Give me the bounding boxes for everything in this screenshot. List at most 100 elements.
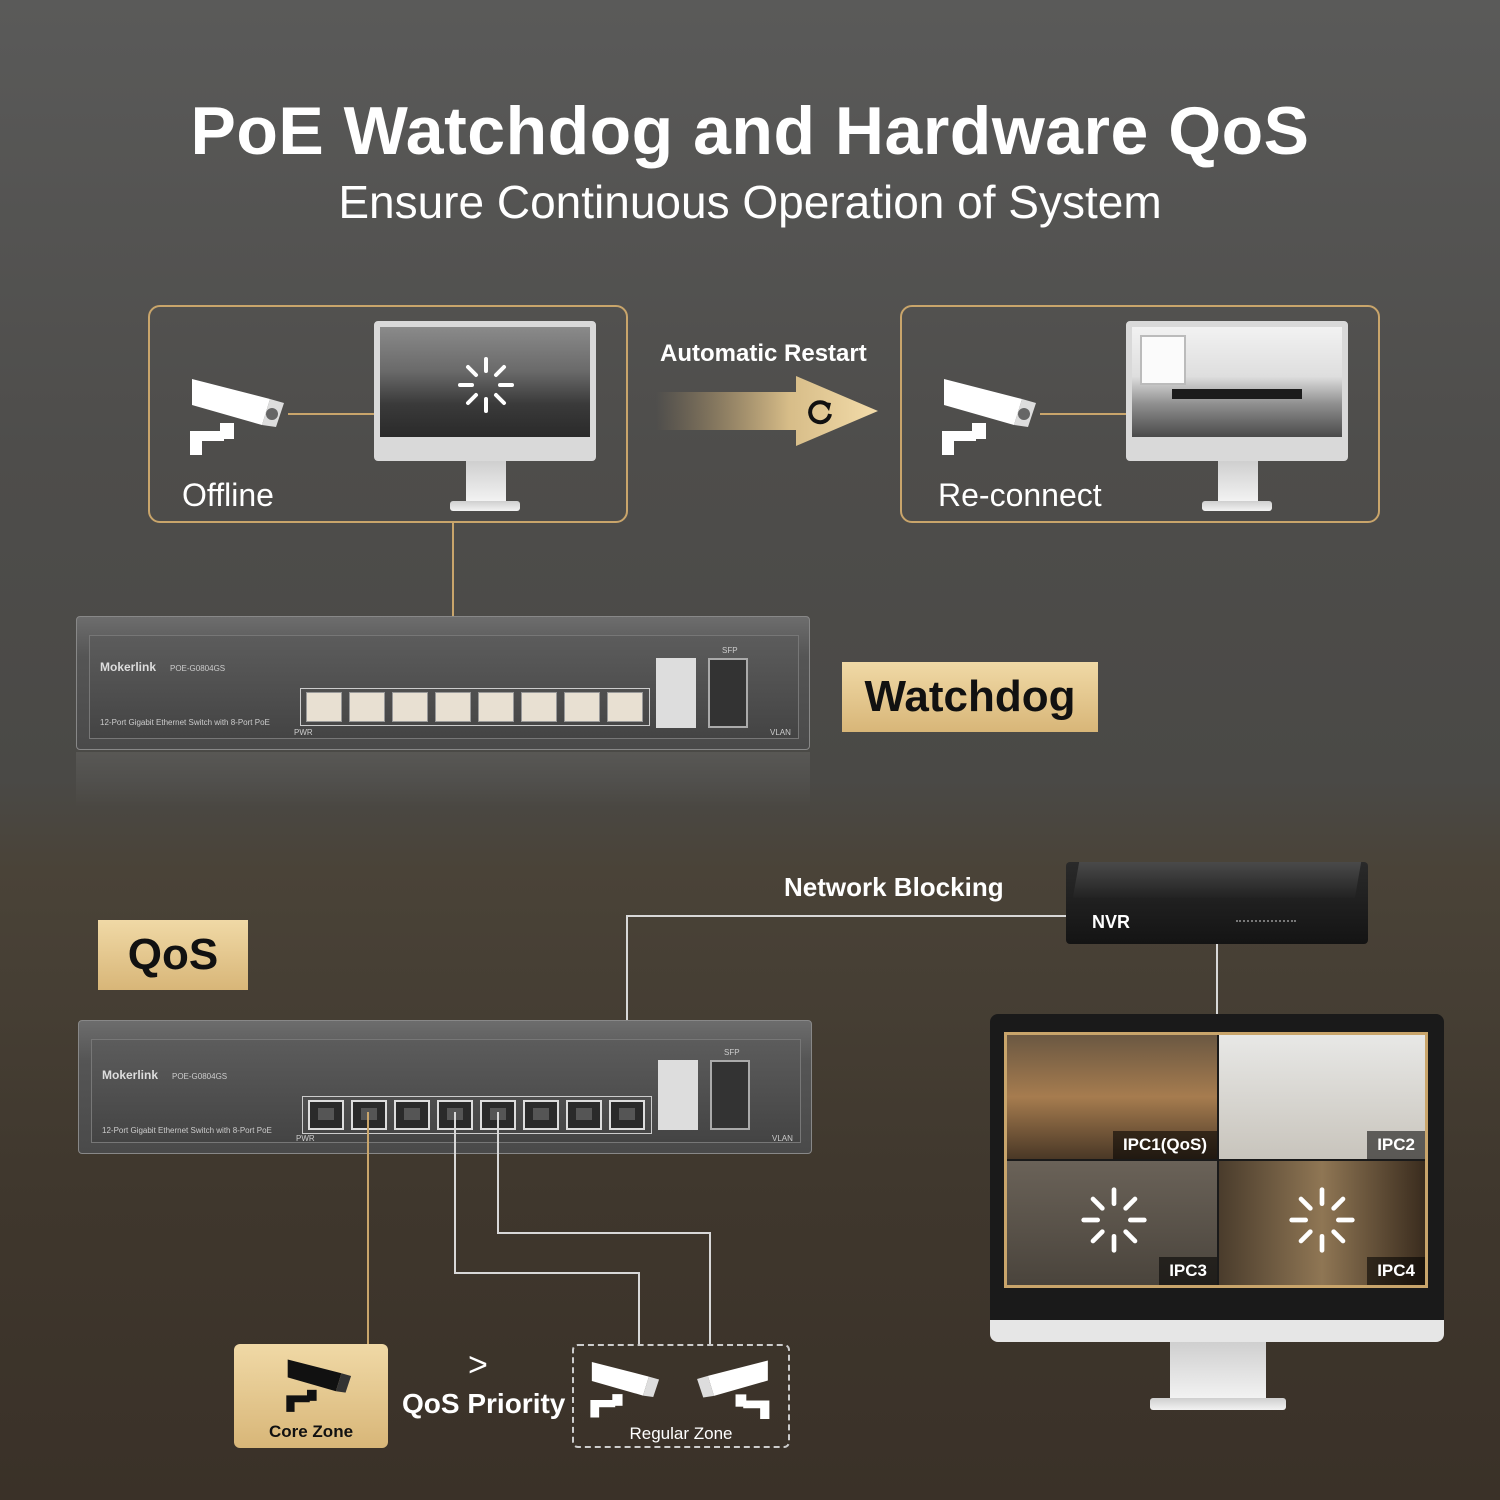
port-7: [564, 692, 600, 722]
core-zone-box: Core Zone: [234, 1344, 388, 1448]
port-6: [523, 1100, 559, 1130]
regular-line-a-v2: [638, 1272, 640, 1344]
nvr-monitor-line: [1216, 944, 1218, 1016]
online-screen: [1132, 327, 1342, 437]
tile-label: IPC3: [1159, 1257, 1217, 1285]
blocking-line-v: [626, 915, 628, 1105]
core-zone-label: Core Zone: [268, 1422, 354, 1441]
regular-line-b-h: [497, 1232, 711, 1234]
loading-spinner-icon: [1289, 1187, 1355, 1253]
sfp-label: SFP: [724, 1048, 740, 1057]
online-monitor: [1126, 321, 1348, 461]
priority-symbol: >: [468, 1346, 488, 1384]
model-label: POE-G0804GS: [172, 1072, 228, 1081]
ipc4-tile: IPC4: [1219, 1161, 1425, 1285]
port-5: [478, 692, 514, 722]
regular-line-a-h: [454, 1272, 640, 1274]
switch-front-panel: Mokerlink POE-G0804GS 12-Port Gigabit Et…: [89, 635, 799, 739]
page-title: PoE Watchdog and Hardware QoS: [190, 93, 1310, 169]
loading-spinner-icon: [458, 357, 514, 413]
qos-badge: QoS: [98, 920, 248, 990]
uplink-ports: [658, 1060, 698, 1130]
switch-caption: 12-Port Gigabit Ethernet Switch with 8-P…: [100, 718, 270, 727]
restart-arrow: [656, 376, 878, 446]
sfp-ports: [708, 658, 748, 728]
switch-front-panel: Mokerlink POE-G0804GS 12-Port Gigabit Et…: [91, 1039, 801, 1143]
regular-line-b-v2: [709, 1232, 711, 1344]
qos-priority-label: QoS Priority: [402, 1388, 566, 1419]
core-zone-line: [367, 1112, 369, 1344]
page-subtitle: Ensure Continuous Operation of System: [338, 176, 1162, 228]
network-blocking-label: Network Blocking: [784, 872, 1004, 902]
restart-label: Automatic Restart: [660, 340, 867, 367]
offline-label: Offline: [182, 477, 274, 513]
nvr-device: NVR: [1066, 862, 1368, 944]
regular-line-b-v: [497, 1112, 499, 1232]
refresh-icon: [808, 400, 832, 425]
camera-icon: [942, 379, 1036, 455]
tile-label: IPC4: [1367, 1257, 1425, 1285]
port-7: [566, 1100, 602, 1130]
loading-spinner-icon: [1081, 1187, 1147, 1253]
regular-line-a-v: [454, 1112, 456, 1272]
watchdog-switch: Mokerlink POE-G0804GS 12-Port Gigabit Et…: [76, 616, 810, 750]
port-1: [306, 692, 342, 722]
regular-zone-box: Regular Zone: [572, 1344, 790, 1448]
monitor-base: [1202, 501, 1272, 511]
ipc1-tile: IPC1(QoS): [1007, 1035, 1217, 1159]
connector-line: [288, 413, 374, 415]
ipc2-tile: IPC2: [1219, 1035, 1425, 1159]
camera-icon: [286, 1359, 352, 1412]
monitor-base: [450, 501, 520, 511]
port-2: [349, 692, 385, 722]
regular-zone-label: Regular Zone: [629, 1424, 733, 1443]
nvr-monitor: IPC1(QoS) IPC2 IPC3: [990, 1014, 1444, 1342]
brand-logo: Mokerlink: [102, 1068, 159, 1082]
monitor-stand: [466, 461, 506, 501]
connector-line: [1040, 413, 1126, 415]
vlan-label: VLAN: [770, 728, 791, 737]
port-6: [521, 692, 557, 722]
monitor-stand: [1218, 461, 1258, 501]
port-8: [609, 1100, 645, 1130]
video-grid: IPC1(QoS) IPC2 IPC3: [1004, 1032, 1428, 1288]
tile-label: IPC1(QoS): [1112, 1131, 1217, 1159]
monitor-stand: [1170, 1342, 1266, 1398]
monitor-base: [1150, 1398, 1286, 1410]
window: [1140, 335, 1186, 385]
ipc3-tile: IPC3: [1007, 1161, 1217, 1285]
reconnect-label: Re-connect: [938, 477, 1102, 513]
nvr-label: NVR: [1092, 912, 1131, 932]
port-1: [308, 1100, 344, 1130]
nvr-top: [1072, 862, 1362, 898]
port-bank: [300, 688, 650, 726]
pwr-label: PWR: [296, 1134, 315, 1143]
port-2: [351, 1100, 387, 1130]
vlan-label: VLAN: [772, 1134, 793, 1143]
blocking-line-h: [626, 915, 1066, 917]
camera-icon: [697, 1360, 770, 1419]
camera-icon: [190, 379, 284, 455]
offline-monitor: [374, 321, 596, 461]
pwr-label: PWR: [294, 728, 313, 737]
switch-caption: 12-Port Gigabit Ethernet Switch with 8-P…: [102, 1126, 272, 1135]
nvr-led-icon: [1236, 920, 1296, 924]
port-8: [607, 692, 643, 722]
sfp-ports: [710, 1060, 750, 1130]
brand-logo: Mokerlink: [100, 660, 157, 674]
watchdog-link-line: [452, 523, 454, 693]
qos-switch: Mokerlink POE-G0804GS 12-Port Gigabit Et…: [78, 1020, 812, 1154]
port-bank: [302, 1096, 652, 1134]
desk: [1172, 389, 1302, 399]
camera-icon: [590, 1361, 660, 1418]
model-label: POE-G0804GS: [170, 664, 226, 673]
offline-panel: Offline: [148, 305, 628, 523]
port-3: [392, 692, 428, 722]
offline-screen: [380, 327, 590, 437]
port-3: [394, 1100, 430, 1130]
reconnect-panel: Re-connect: [900, 305, 1380, 523]
switch-reflection: [76, 752, 810, 808]
sfp-label: SFP: [722, 646, 738, 655]
uplink-ports: [656, 658, 696, 728]
tile-label: IPC2: [1367, 1131, 1425, 1159]
